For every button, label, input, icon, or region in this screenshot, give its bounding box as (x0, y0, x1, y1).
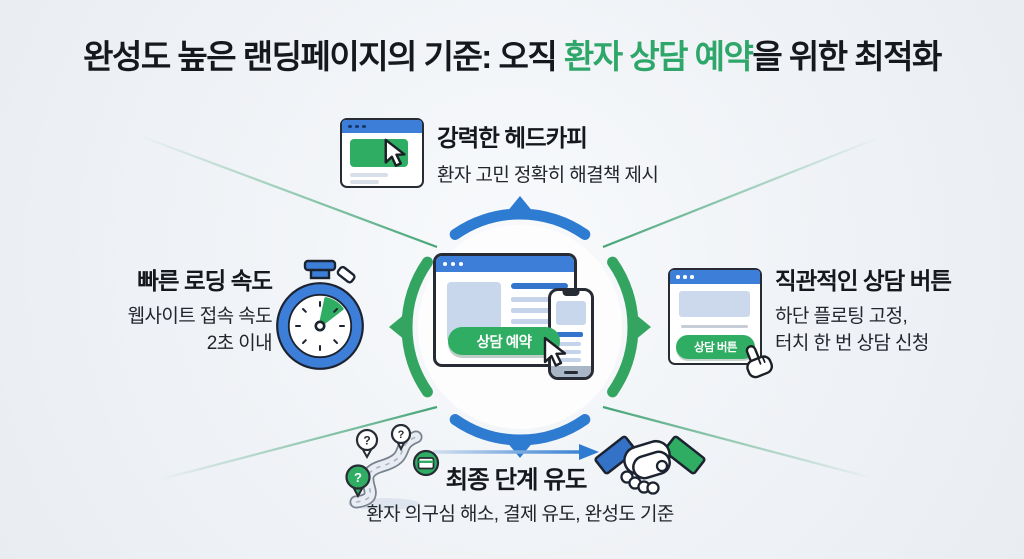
window-dot (348, 124, 352, 129)
browser-headline-cursor-icon (340, 118, 424, 188)
radial-line-nw (139, 134, 438, 249)
ring-arc-bottom (449, 414, 591, 446)
text-line-placeholder (556, 350, 581, 354)
window-dot (683, 275, 687, 279)
section-right-subtitle: 하단 플로팅 고정, 터치 한 번 상담 신청 (775, 303, 951, 357)
section-right-title: 직관적인 상담 버튼 (775, 268, 952, 294)
stopwatch-side-button (336, 265, 356, 284)
arrowhead-up-icon (502, 196, 538, 218)
headline-placeholder (511, 283, 568, 289)
window-dot (690, 275, 694, 279)
cursor-arrow-shape (543, 336, 567, 367)
window-dot (451, 262, 455, 266)
radiating-lines (139, 134, 879, 482)
section-left-subtitle: 웹사이트 접속 속도 2초 이내 (40, 303, 273, 357)
svg-text:?: ? (363, 434, 370, 448)
arrowhead-down-icon (502, 436, 538, 458)
stopwatch-crown (303, 259, 337, 272)
browser-cta-hand-icon: 상담 버튼 (668, 268, 774, 379)
section-top: 강력한 헤드카피 환자 고민 정확히 해결책 제시 (437, 119, 659, 189)
text-line-placeholder (511, 297, 561, 302)
cursor-icon (384, 138, 406, 167)
text-line-placeholder (511, 319, 561, 324)
handshake-hands (620, 439, 671, 495)
image-placeholder (556, 301, 586, 325)
page-title: 완성도 높은 랜딩페이지의 기준: 오직 환자 상담 예약을 위한 최적화 (0, 30, 1024, 78)
radial-line-ne (602, 136, 879, 249)
page-title-post: 을 위한 최적화 (752, 38, 942, 75)
stopwatch-outer-edge (276, 282, 364, 370)
flow-arrow-head (579, 444, 599, 460)
radial-line-sw (157, 405, 438, 482)
question-pin-white-2: ? (390, 424, 412, 452)
phone-notch (562, 291, 580, 296)
consult-button-mock[interactable]: 상담 버튼 (676, 335, 755, 359)
window-dot (443, 262, 447, 266)
text-line-placeholder (350, 173, 388, 177)
section-right-subtitle-line1: 하단 플로팅 고정, (775, 306, 908, 327)
consult-booking-button-label: 상담 예약 (476, 334, 532, 351)
section-left-subtitle-line2: 2초 이내 (206, 333, 273, 354)
window-dot (355, 124, 359, 129)
page-title-pre: 완성도 높은 랜딩페이지의 기준: 오직 (83, 38, 564, 75)
browser-titlebar (436, 256, 574, 272)
hand-finger-lines (757, 356, 766, 365)
hand-fist (746, 355, 774, 379)
consult-booking-button[interactable]: 상담 예약 (448, 327, 560, 355)
text-line-placeholder (556, 342, 581, 346)
section-right-subtitle-line2: 터치 한 번 상담 신청 (775, 333, 929, 354)
path-road (351, 432, 421, 507)
question-pin-green: ? (345, 464, 371, 499)
window-dot (459, 262, 463, 266)
stopwatch-icon (276, 259, 364, 370)
text-line-placeholder (681, 325, 748, 328)
headline-placeholder (556, 332, 583, 337)
text-line-placeholder (511, 308, 561, 313)
page-title-highlight: 환자 상담 예약 (563, 38, 754, 75)
ring-arc-right (607, 256, 639, 398)
handshake-left-sleeve (594, 435, 637, 475)
stopwatch-ticks (295, 301, 345, 351)
stopwatch-inner-edge (287, 293, 353, 359)
handshake-right-sleeve (663, 435, 706, 475)
payment-card-badge (412, 449, 440, 477)
svg-text:?: ? (398, 429, 405, 441)
section-bottom-title: 최종 단계 유도 (445, 467, 588, 494)
section-top-title: 강력한 헤드카피 (437, 125, 588, 151)
section-left: 빠른 로딩 속도 웹사이트 접속 속도 2초 이내 (40, 262, 273, 357)
section-bottom-subtitle: 환자 의구심 해소, 결제 유도, 완성도 기준 (366, 504, 674, 525)
stopwatch-elapsed-wedge (318, 297, 344, 328)
handshake-icon (594, 435, 706, 495)
section-right: 직관적인 상담 버튼 하단 플로팅 고정, 터치 한 번 상담 신청 (775, 262, 952, 357)
ring-arc-top (449, 208, 591, 240)
section-left-subtitle-line1: 웹사이트 접속 속도 (127, 306, 273, 327)
hand-pointer-icon (745, 345, 774, 379)
radial-line-se (602, 405, 873, 480)
section-top-subtitle: 환자 고민 정확히 해결책 제시 (437, 165, 659, 186)
arrow-right-icon (433, 444, 599, 460)
cursor-arrow-shape (384, 138, 406, 167)
question-path-icon: ? ? ? (345, 424, 440, 510)
image-placeholder (679, 291, 750, 317)
consult-button-mock-label: 상담 버튼 (693, 342, 738, 354)
stopwatch-center-pin (314, 320, 326, 332)
phone-home-indicator (564, 371, 578, 374)
section-left-title: 빠른 로딩 속도 (137, 268, 273, 294)
cursor-icon (543, 336, 567, 367)
arrowhead-left-icon (389, 309, 411, 345)
browser-titlebar (670, 270, 760, 284)
ring-arrowheads (389, 196, 651, 458)
window-dot (676, 275, 680, 279)
arrowhead-right-icon (629, 309, 651, 345)
window-dot (362, 124, 366, 129)
question-pin-white-1: ? (355, 428, 379, 460)
browser-titlebar (342, 120, 422, 133)
text-line-placeholder (556, 358, 581, 362)
svg-text:?: ? (354, 470, 362, 485)
ring-arc-left (401, 256, 433, 398)
ring-arcs (401, 208, 639, 446)
text-line-placeholder (350, 180, 379, 184)
